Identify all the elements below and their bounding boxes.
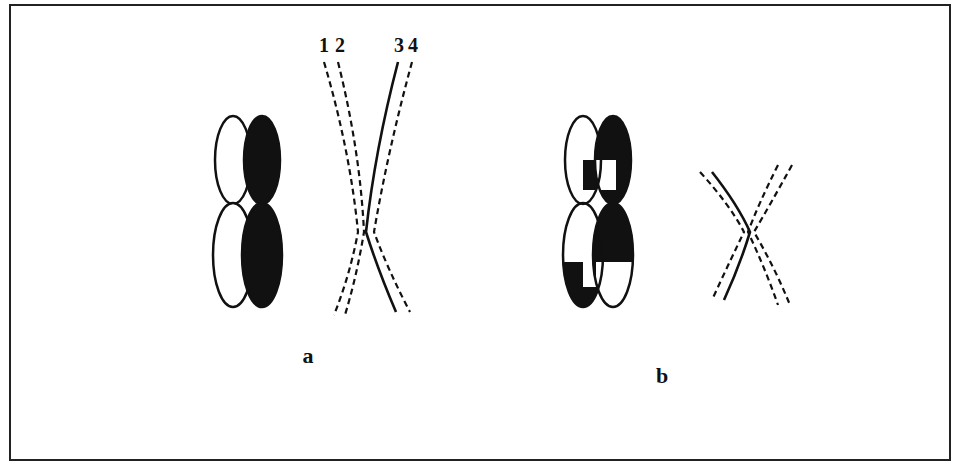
strand-number: 3 xyxy=(394,35,404,55)
chromatid-strands-a xyxy=(324,62,412,315)
strand-number: 1 xyxy=(319,35,329,55)
chromatid-strands-b xyxy=(700,165,792,305)
strand-number: 4 xyxy=(408,35,418,55)
chromosome-a xyxy=(213,116,282,307)
chromosome-b xyxy=(560,110,640,312)
panel-label: b xyxy=(656,365,668,387)
panel-label: a xyxy=(303,345,314,367)
frame xyxy=(10,5,950,460)
strand-number: 2 xyxy=(335,35,345,55)
